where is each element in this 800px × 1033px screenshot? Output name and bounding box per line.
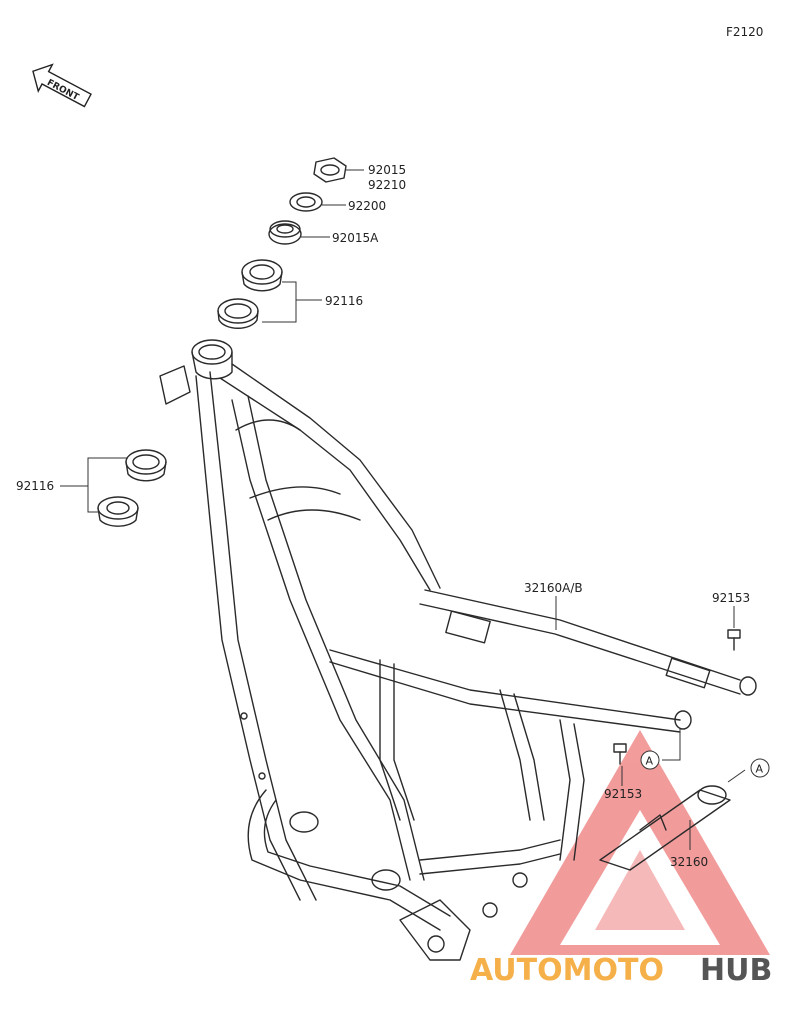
- callout-32160AB: 32160A/B: [524, 581, 583, 595]
- bearing-92116-left: [97, 496, 139, 527]
- race-92116-left: [125, 449, 167, 482]
- front-arrow-icon: FRONT: [32, 63, 92, 108]
- callout-92116-left: 92116: [16, 479, 54, 493]
- callout-92015: 92015: [368, 163, 406, 177]
- diagram-code: F2120: [726, 25, 763, 39]
- callout-92153-center: 92153: [604, 787, 642, 801]
- callout-32160: 32160: [670, 855, 708, 869]
- leader-92116-left: [87, 457, 128, 513]
- ref-a-1-label: A: [646, 755, 654, 768]
- bolt-92153-right: [727, 629, 741, 651]
- watermark-part2: HUB: [700, 953, 772, 988]
- callout-92015A: 92015A: [332, 231, 379, 245]
- watermark-part1: AUTOMOTO: [470, 953, 664, 988]
- main-frame: [159, 339, 757, 961]
- ref-a-2-label: A: [756, 763, 764, 776]
- callout-92210: 92210: [368, 178, 406, 192]
- nut-92015: [313, 157, 347, 183]
- bolt-92153-center: [613, 743, 627, 765]
- race-92116-lower: [217, 298, 259, 329]
- washer-92200: [289, 192, 323, 212]
- callout-92116-top: 92116: [325, 294, 363, 308]
- bracket-32160: [599, 785, 731, 871]
- ref-circle-a-1: A: [640, 750, 660, 770]
- watermark-text: AUTOMOTO HUB: [470, 953, 772, 988]
- ref-circle-a-2: A: [750, 758, 770, 778]
- leader-lines-right: [555, 596, 746, 850]
- nut-92015A: [268, 220, 302, 245]
- leader-lines-top: [262, 169, 364, 323]
- callout-92200: 92200: [348, 199, 386, 213]
- watermark-logo: [510, 730, 770, 955]
- bearing-92116-upper: [241, 259, 283, 292]
- callout-92153-right: 92153: [712, 591, 750, 605]
